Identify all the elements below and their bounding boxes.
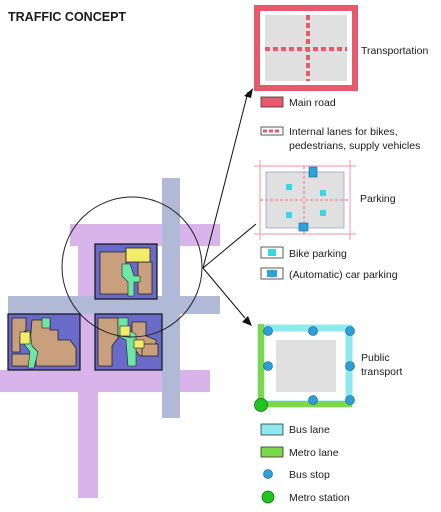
bus-stop-marker: [345, 395, 355, 405]
bike-parking-marker: [286, 212, 292, 218]
city-block-bottom-left: [7, 313, 81, 371]
green-path: [121, 263, 141, 297]
arrow-to-transportation: [202, 91, 249, 269]
parking-legend: Bike parking (Automatic) car parking: [260, 246, 398, 281]
arrow-to-public-transport: [202, 267, 246, 319]
metro-station-marker: [254, 398, 268, 412]
legend-bus-lane: Bus lane: [289, 424, 330, 436]
parking-panel: Parking: [254, 160, 396, 240]
legend-car-parking: (Automatic) car parking: [289, 269, 398, 281]
magnifier-circle: [61, 196, 203, 338]
public-transport-panel: Public transport: [254, 324, 403, 412]
bike-parking-marker: [286, 184, 292, 190]
bus-stop-marker: [263, 361, 273, 371]
legend-metro-lane: Metro lane: [289, 447, 339, 459]
building: [11, 353, 31, 367]
legend-main-road: Main road: [289, 97, 336, 109]
legend-bus-stop: Bus stop: [289, 469, 330, 481]
block-gray: [276, 340, 336, 392]
green-path: [41, 317, 51, 329]
bus-stop-marker: [345, 326, 355, 336]
public-transport-label-2: transport: [361, 366, 403, 378]
diagram-title: TRAFFIC CONCEPT: [8, 10, 126, 24]
open-space: [19, 331, 31, 345]
transportation-legend: Main road Internal lanes for bikes, pede…: [260, 96, 420, 152]
avenue-horizontal-south: [0, 370, 210, 392]
city-block-top: [94, 243, 158, 300]
main-road-frame: [254, 5, 358, 91]
bus-stop-swatch: [263, 469, 273, 479]
legend-bike-parking: Bike parking: [289, 248, 347, 260]
open-space: [119, 325, 131, 337]
city-map: [0, 178, 220, 498]
arrowhead: [242, 316, 252, 326]
bus-stop-marker: [345, 361, 355, 371]
bus-stop-marker: [308, 395, 318, 405]
open-space: [125, 247, 151, 263]
avenue-vertical-west: [78, 228, 98, 498]
car-parking-marker: [298, 222, 309, 232]
avenue-horizontal-middle: [8, 296, 220, 314]
transportation-label: Transportation: [361, 45, 428, 57]
car-parking-marker: [308, 166, 318, 178]
bus-stop-marker: [308, 326, 318, 336]
legend-metro-station: Metro station: [289, 492, 350, 504]
avenue-horizontal-north: [70, 224, 220, 246]
public-transport-label-1: Public: [361, 352, 390, 364]
car-parking-swatch-fill: [267, 270, 277, 277]
legend-internal-lanes-1: Internal lanes for bikes,: [289, 126, 398, 138]
bus-stop-marker: [263, 326, 273, 336]
metro-station-swatch: [261, 490, 275, 504]
bus-lane-swatch: [260, 423, 284, 436]
arrow-to-parking: [202, 223, 257, 269]
bike-parking-swatch-fill: [268, 249, 276, 256]
bike-parking-marker: [320, 190, 326, 196]
arrowhead: [244, 88, 253, 98]
city-block-bottom-right: [94, 313, 163, 371]
building: [141, 343, 159, 357]
metro-lane-swatch: [260, 446, 284, 458]
bike-parking-marker: [320, 210, 326, 216]
parking-label: Parking: [360, 193, 396, 205]
legend-internal-lanes-2: pedestrians, supply vehicles: [289, 140, 420, 152]
callout-arrows: [202, 88, 257, 326]
open-space: [133, 339, 145, 349]
public-transport-legend: Bus lane Metro lane Bus stop Metro stati…: [260, 423, 350, 504]
main-road-swatch: [260, 96, 284, 108]
transportation-panel: Transportation: [254, 5, 428, 91]
